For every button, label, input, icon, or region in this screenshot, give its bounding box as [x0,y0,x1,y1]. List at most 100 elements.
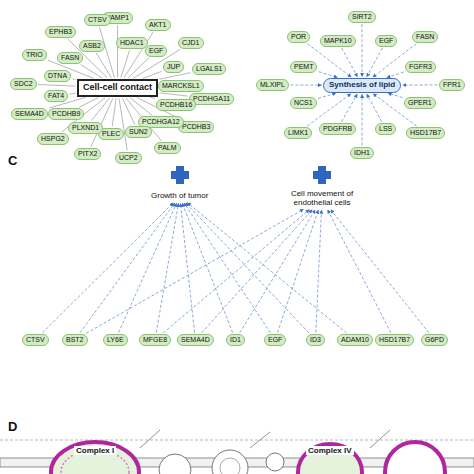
node-text: HSPG2 [41,135,65,143]
space-line [0,440,474,441]
panel-letter: C [8,153,17,168]
relation-line [81,65,103,79]
node-text: HSD17B7 [410,129,441,137]
relation-line [186,203,309,333]
gene-node: HDAC1 [116,37,148,49]
gene-node: EPHB3 [45,26,76,38]
relation-line [100,27,115,78]
gene-node: LY6E [103,334,128,346]
gene-node: LGALS1 [192,63,226,75]
gene-node: MARCKSL1 [158,80,204,92]
gene-node: FPR1 [439,79,465,91]
node-text: CTSV [88,16,107,24]
gene-node: SUN2 [125,126,152,138]
node-text: Growth of tumor [151,192,208,201]
node-text: SEMA4D [181,336,210,344]
relation-line [122,98,134,124]
relation-line [361,24,362,76]
node-text: AKT1 [149,21,167,29]
complex-label: Complex IV [306,446,354,455]
node-text: IDH1 [354,149,370,157]
relation-line [362,94,363,145]
gene-node: MAPK10 [320,35,356,47]
node-text: FGFR3 [409,63,432,71]
relation-line [119,203,177,332]
node-text: ASB2 [83,42,101,50]
complex-label: Complex I [74,446,116,455]
gene-node: DTNA [44,70,71,82]
gene-node: G6PD [421,334,448,346]
gene-node: SIRT2 [348,11,376,23]
node-text: POR [291,33,306,41]
gene-node: SEMA4D [177,334,214,346]
node-text: ADAM10 [341,336,369,344]
gene-node: PEMT [290,61,317,73]
relation-line [387,72,404,77]
node-text: SIRT2 [352,13,372,21]
gene-node: FGFR3 [405,61,436,73]
node-text: LIMK1 [288,129,308,137]
node-text: G6PD [425,336,444,344]
complex-four [298,444,362,474]
relation-line [331,210,429,333]
relation-line [182,203,232,332]
gene-node: POR [287,31,310,43]
complex-three-inner [220,458,240,474]
relation-line [38,85,75,87]
node-text: PCDHB3 [182,123,210,131]
relation-line [160,93,188,96]
gene-node: ID1 [226,334,245,346]
relation-line [86,209,303,333]
gene-node: SEMA4D [11,108,48,120]
node-text: PITX2 [78,150,97,158]
gene-node: PALM [154,142,181,154]
node-text: JUP [167,63,180,71]
node-text: PCDHB9 [52,110,80,118]
node-text: MAPK10 [324,37,352,45]
relation-line [342,94,358,122]
gene-node: CTSV [22,334,49,346]
node-text: HSD17B7 [379,336,410,344]
gene-node: IDH1 [350,147,374,159]
gene-node: HSD17B7 [406,127,445,139]
relation-line [184,203,270,333]
gene-node: AKT1 [145,19,171,31]
gene-node: CJD1 [178,37,204,49]
relation-line [240,210,315,333]
gene-node: ID3 [306,334,325,346]
gene-node: MLXIPL [256,79,289,91]
relation-line [202,210,313,333]
node-text: CJD1 [182,39,200,47]
relation-line [160,73,191,80]
node-text: DTNA [48,72,67,80]
node-text: NCS1 [294,99,313,107]
gene-node: HSD17B7 [375,334,414,346]
node-text: MFGE8 [143,336,167,344]
gene-node: CTSV [84,14,111,26]
relation-line [388,93,403,97]
gene-node: PDGFRB [319,123,356,135]
relation-line [150,97,155,98]
node-text: SDC2 [14,80,33,88]
node-text: PCDHGA11 [193,95,230,103]
gene-node: LSS [375,123,396,135]
node-text: EGF [149,47,163,55]
relation-line [319,72,338,78]
complex-two [159,454,191,474]
relation-line [367,94,382,122]
node-text: GPER1 [408,99,432,107]
relation-line [403,84,438,85]
relation-line [187,203,346,333]
relation-line [316,210,322,332]
node-text: LY6E [107,336,124,344]
relation-line [143,71,162,78]
gene-node: SDC2 [10,78,37,90]
relation-line [342,48,358,77]
node-text: MLXIPL [260,81,285,89]
node-text: FASN [416,33,434,41]
node-text: CTSV [26,336,45,344]
relation-line [163,210,309,333]
node-text: PCDHGA12 [142,118,180,126]
